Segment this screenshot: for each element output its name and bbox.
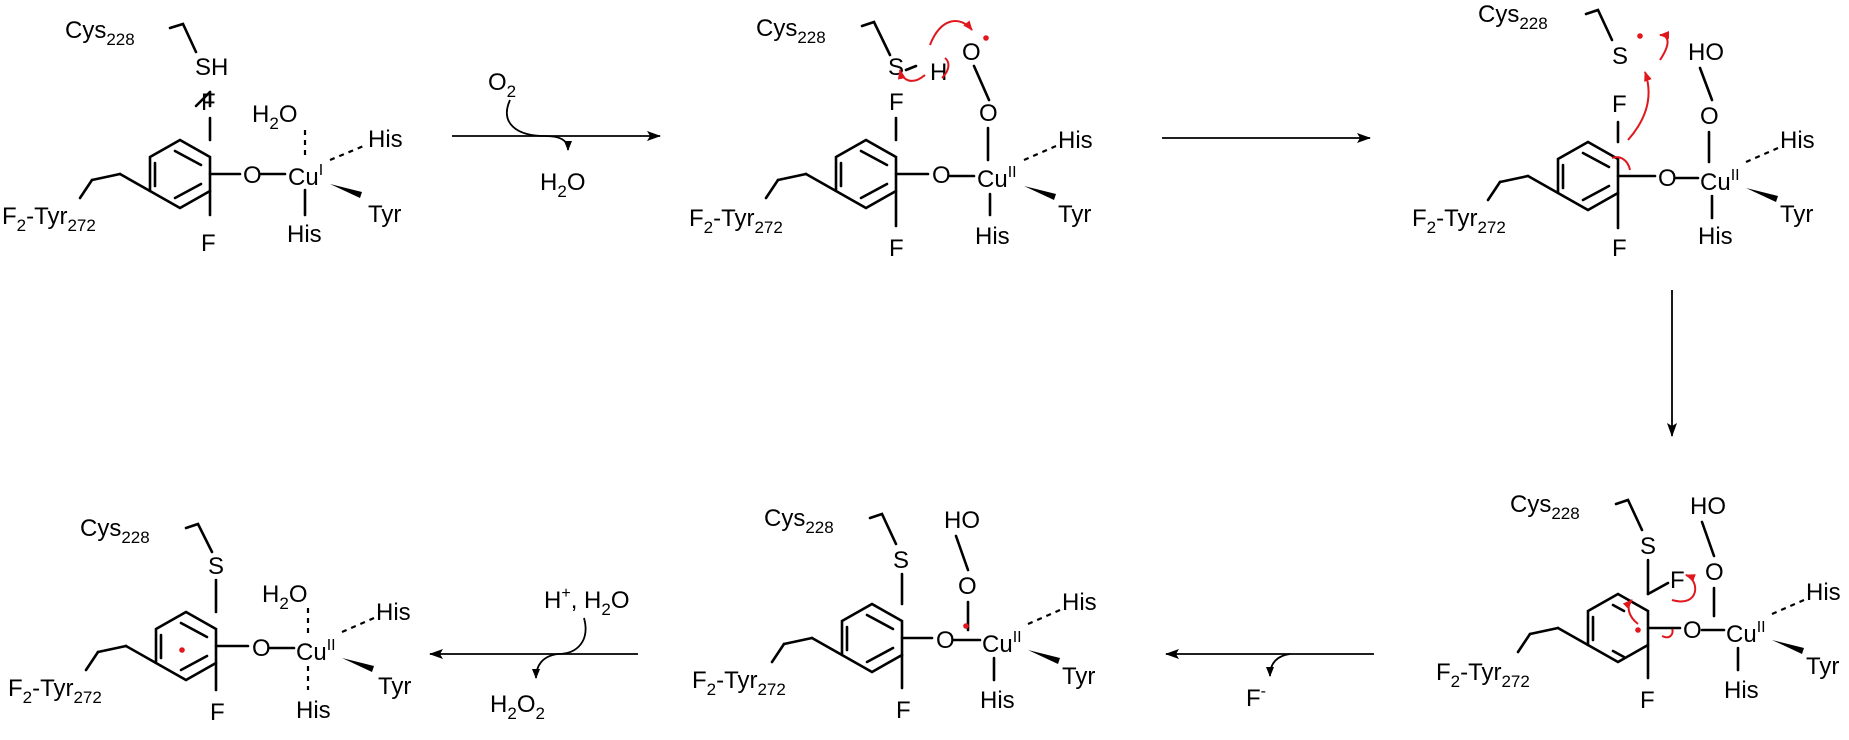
oxygen-label: O (932, 162, 951, 189)
cys-label: Cys228 (65, 17, 135, 49)
reaction-arrow-1: O2 H2O (452, 69, 661, 201)
oxygen-label: O (252, 635, 271, 662)
copper-label: CuII (982, 629, 1022, 658)
tyr-residue-label: F2-Tyr272 (1436, 659, 1530, 691)
radical-dot (1635, 627, 1641, 633)
hydroperoxyl-label: HO (944, 507, 980, 534)
sulfur-label: S (208, 553, 224, 580)
oxygen-label: O (936, 627, 955, 654)
copper-label: CuII (977, 164, 1017, 193)
oxygen-label: O (243, 162, 262, 189)
sulfur-label: S (893, 547, 909, 574)
oxygen-label: O (1658, 165, 1677, 192)
tyr-ligand-label: Tyr (368, 201, 401, 228)
structure-5: Cys228 S HO O F F2-Tyr272 O CuII His Tyr… (692, 505, 1097, 724)
cys-label: Cys228 (764, 505, 834, 537)
fluoride-byproduct: F- (1246, 683, 1266, 712)
sulfur-label: S (1640, 533, 1656, 560)
tyr-residue-label: F2-Tyr272 (2, 203, 96, 235)
tyr-residue-label: F2-Tyr272 (1412, 205, 1506, 237)
fluorine-label: F (1640, 687, 1655, 714)
his-label: His (368, 126, 403, 153)
his-label: His (376, 599, 411, 626)
tyr-ligand-label: Tyr (378, 673, 411, 700)
copper-label: CuII (1726, 619, 1766, 648)
his-label: His (1058, 127, 1093, 154)
tyr-ligand-label: Tyr (1058, 201, 1091, 228)
structure-3: Cys228 S HO O F F F2-Tyr272 O CuII His T… (1412, 1, 1815, 262)
cys-label: Cys228 (80, 515, 150, 547)
his-label: His (1780, 127, 1815, 154)
his-label: His (1724, 677, 1759, 704)
reaction-arrow-4: F- (1165, 649, 1374, 712)
radical-dot (179, 647, 185, 653)
fluorine-label: F (201, 89, 216, 116)
fluorine-label: F (210, 699, 225, 726)
fluorine-label: F (1612, 235, 1627, 262)
radical-dot (963, 623, 969, 629)
radical-dot (983, 35, 989, 41)
tyr-residue-label: F2-Tyr272 (689, 205, 783, 237)
sulfur-label: S (888, 54, 904, 81)
structure-4: Cys228 S HO O F F F2-Tyr272 O CuII His T… (1436, 491, 1841, 714)
his-label: His (1806, 579, 1841, 606)
radical-dot (1637, 33, 1643, 39)
cys-label: Cys228 (756, 15, 826, 47)
his-label: His (1062, 589, 1097, 616)
copper-label: CuII (296, 637, 336, 666)
tyr-ligand-label: Tyr (1806, 653, 1839, 680)
tyr-ligand-label: Tyr (1062, 663, 1095, 690)
fluorine-label: F (201, 230, 216, 257)
tyr-residue-label: F2-Tyr272 (692, 667, 786, 699)
hydroperoxyl-label: HO (1688, 39, 1724, 66)
water-label: H2O (252, 101, 297, 133)
structure-2: Cys228 S H O O F F F2-Tyr272 O CuII His … (689, 15, 1093, 262)
byproduct-h2o: H2O (540, 169, 585, 201)
oxygen-label: O (1683, 617, 1702, 644)
his-label: His (1698, 223, 1733, 250)
structure-6: Cys228 S F F2-Tyr272 O CuII H2O His Tyr … (8, 515, 411, 726)
fluorine-label: F (1670, 567, 1685, 594)
his-label: His (296, 697, 331, 724)
water-label: H2O (262, 581, 307, 613)
fluorine-label: F (896, 697, 911, 724)
oxygen-label: O (962, 39, 981, 66)
cys-label: Cys228 (1478, 1, 1548, 33)
fluorine-label: F (889, 235, 904, 262)
hydrogen-label: H (930, 59, 947, 86)
byproduct-h2o2: H2O2 (490, 691, 545, 723)
his-label: His (980, 687, 1015, 714)
reagent-o2: O2 (488, 69, 516, 101)
tyr-residue-label: F2-Tyr272 (8, 675, 102, 707)
fluorine-label: F (1612, 91, 1627, 118)
sh-label: SH (195, 54, 228, 81)
reaction-arrow-5: H+, H2O H2O2 (429, 585, 638, 723)
his-label: His (975, 223, 1010, 250)
oxygen-label: O (979, 100, 998, 127)
his-label: His (287, 221, 322, 248)
copper-label: CuI (288, 162, 323, 191)
hydroperoxyl-label: HO (1690, 493, 1726, 520)
structure-1: Cys228 SH F F F2-Tyr272 O CuI H2O His Ty… (2, 17, 403, 257)
copper-label: CuII (1700, 167, 1740, 196)
oxygen-label: O (1700, 103, 1719, 130)
oxygen-label: O (1705, 559, 1724, 586)
cys-label: Cys228 (1510, 491, 1580, 523)
oxygen-label: O (958, 573, 977, 600)
sulfur-label: S (1612, 43, 1628, 70)
fluorine-label: F (889, 89, 904, 116)
reagent-proton-water: H+, H2O (544, 585, 630, 619)
tyr-ligand-label: Tyr (1780, 201, 1813, 228)
